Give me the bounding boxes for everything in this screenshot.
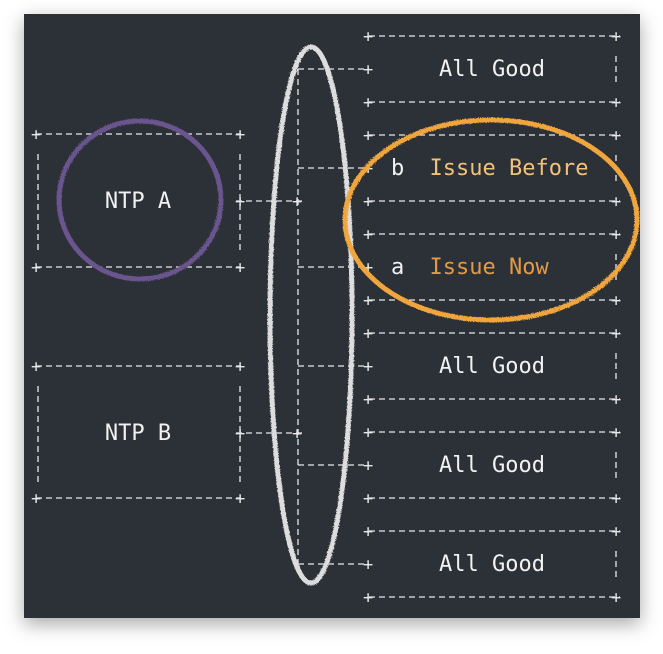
ntp-b-label: NTP B <box>105 421 171 446</box>
svg-text:+: + <box>611 126 621 146</box>
row-text: All Good <box>439 552 545 577</box>
row-status-label: All Good <box>439 354 545 379</box>
svg-text:+: + <box>363 555 373 575</box>
svg-text:+: + <box>235 125 245 145</box>
svg-text:+: + <box>611 27 621 47</box>
diagram-canvas: + + + + + + + + + + + + + + + + + + + + + + + + + +… <box>24 14 640 618</box>
svg-text:+: + <box>611 588 621 608</box>
row-text: All Good <box>439 453 545 478</box>
row-status-label: All Good <box>439 552 545 577</box>
svg-text:+: + <box>363 60 373 80</box>
svg-text:+: + <box>611 93 621 113</box>
ntp-a-box <box>36 133 241 268</box>
svg-text:+: + <box>363 27 373 47</box>
svg-text:+: + <box>31 125 41 145</box>
svg-text:+: + <box>611 522 621 542</box>
svg-text:+: + <box>611 489 621 509</box>
svg-text:+: + <box>363 489 373 509</box>
svg-text:+: + <box>363 423 373 443</box>
svg-text:+: + <box>363 258 373 278</box>
issue-highlight-ellipse <box>342 117 640 323</box>
svg-text:+: + <box>611 291 621 311</box>
svg-text:+: + <box>363 192 373 212</box>
svg-text:+: + <box>31 489 41 509</box>
svg-text:+: + <box>611 423 621 443</box>
svg-text:+: + <box>363 126 373 146</box>
svg-text:+: + <box>363 324 373 344</box>
svg-text:+: + <box>363 225 373 245</box>
svg-text:+: + <box>235 489 245 509</box>
ntp-a-label: NTP A <box>105 189 171 214</box>
svg-text:+: + <box>611 390 621 410</box>
row-status-label: b Issue Before <box>391 156 588 181</box>
row-status-label: a Issue Now <box>391 255 549 280</box>
svg-text:+: + <box>235 424 245 444</box>
bus-highlight-ellipse <box>267 44 355 586</box>
svg-text:+: + <box>292 424 302 444</box>
svg-text:+: + <box>363 357 373 377</box>
svg-text:+: + <box>363 588 373 608</box>
svg-text:+: + <box>363 390 373 410</box>
row-prefix: a <box>391 255 404 280</box>
svg-text:+: + <box>611 192 621 212</box>
junction-plus-signs: + + + + + + + + + + + + + + + + + + + + + + + + + +… <box>31 27 621 608</box>
svg-text:+: + <box>31 357 41 377</box>
svg-text:+: + <box>31 258 41 278</box>
svg-text:+: + <box>611 225 621 245</box>
svg-text:+: + <box>235 192 245 212</box>
row-text: All Good <box>439 354 545 379</box>
row-status-label: All Good <box>439 57 545 82</box>
ntp-a-highlight-circle <box>56 118 224 282</box>
issue-now-text: Issue Now <box>430 255 550 280</box>
row-prefix: b <box>391 156 404 181</box>
svg-text:+: + <box>292 192 302 212</box>
ascii-diagram: + + + + + + + + + + + + + + + + + + + + + + + + + +… <box>31 27 640 608</box>
svg-text:+: + <box>363 93 373 113</box>
ntp-b-box <box>36 365 241 499</box>
svg-text:+: + <box>235 357 245 377</box>
bus-branches <box>298 68 369 565</box>
row-status-label: All Good <box>439 453 545 478</box>
svg-text:+: + <box>363 522 373 542</box>
svg-text:+: + <box>363 456 373 476</box>
issue-before-text: Issue Before <box>430 156 589 181</box>
svg-text:+: + <box>611 324 621 344</box>
row-text: All Good <box>439 57 545 82</box>
svg-text:+: + <box>363 291 373 311</box>
svg-text:+: + <box>235 258 245 278</box>
